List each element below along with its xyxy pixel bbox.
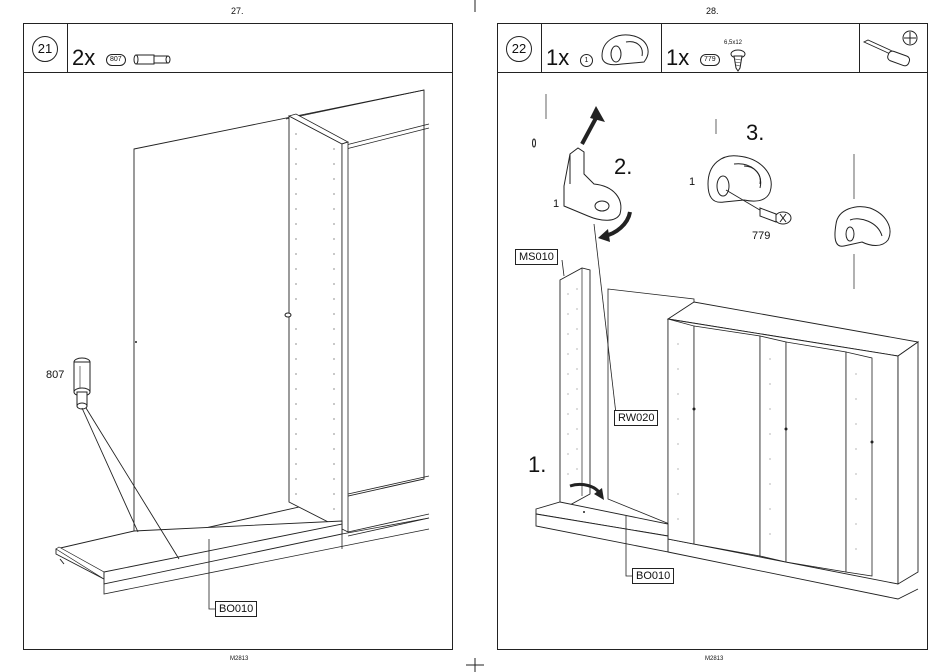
footer-code-left: M2813 (230, 656, 248, 662)
assembly-illustration-step21 (24, 24, 452, 649)
part-label-807: 807 (46, 369, 64, 381)
instruction-panel-right: 22 1x 1 1x 779 6,5x12 (497, 23, 928, 650)
step-label-3: 3. (746, 120, 764, 146)
component-label-bo010: BO010 (215, 601, 257, 617)
component-label-bo010: BO010 (632, 568, 674, 584)
component-label-rw020: RW020 (614, 410, 658, 426)
assembly-illustration-step22 (498, 24, 927, 649)
screw-label-779: 779 (752, 230, 770, 242)
step-label-2: 2. (614, 154, 632, 180)
bracket-label-a: 1 (553, 198, 559, 210)
component-label-ms010: MS010 (515, 249, 558, 265)
bracket-label-b: 1 (689, 176, 695, 188)
footer-code-right: M2813 (705, 656, 723, 662)
step-label-1: 1. (528, 452, 546, 478)
dowel-807-illustration (74, 358, 90, 409)
instruction-panel-left: 21 2x 807 (23, 23, 453, 650)
